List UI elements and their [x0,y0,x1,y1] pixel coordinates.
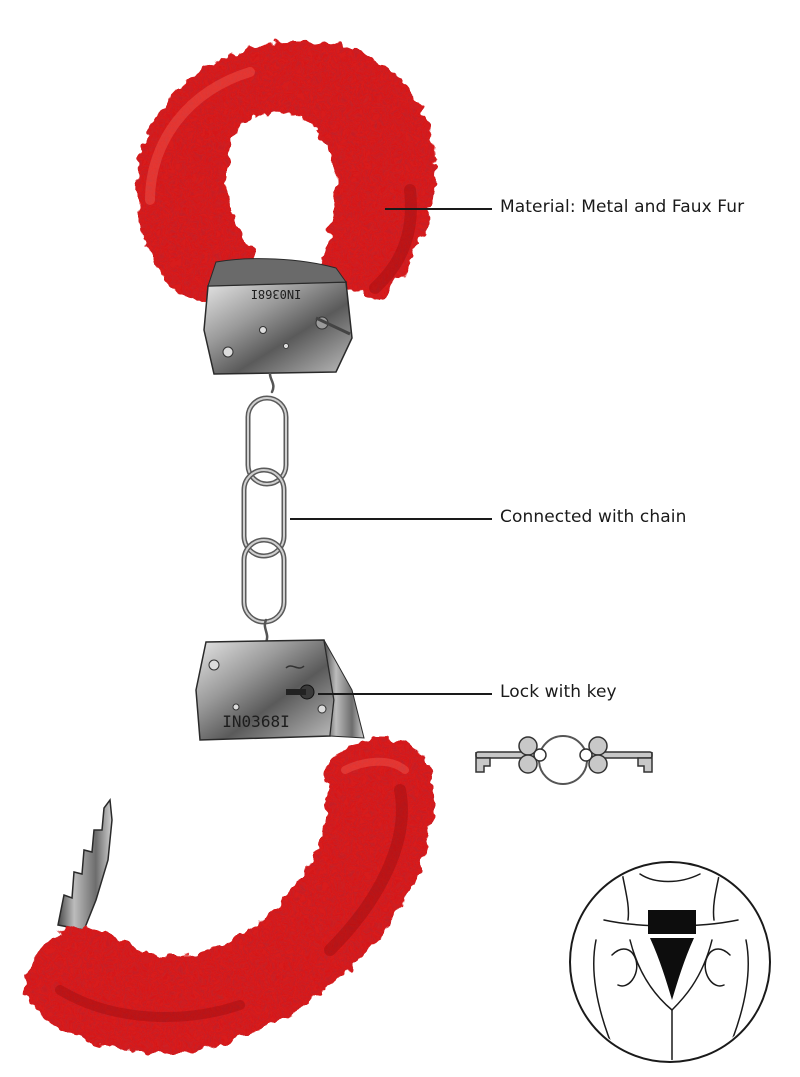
bottom-lock-box: IN0368I [195,639,365,741]
material-callout-line [385,208,492,210]
top-cuff-engraving: IN0368I [251,287,302,301]
top-cuff-fur-shading [145,67,417,294]
lock-callout: Lock with key [500,682,617,702]
chain-callout-line [290,518,492,520]
keys-icon [475,735,653,785]
chain [241,372,289,644]
bottom-cuff-fur [24,738,435,1053]
top-cuff-fur [136,40,436,302]
bottom-cuff-fur-shading [55,757,409,1022]
top-lock-box: IN0368I [203,258,353,375]
bottom-cuff-engraving: IN0368I [222,712,289,731]
bottom-cuff-ratchet [57,798,113,931]
usage-illustration [569,861,771,1063]
material-callout: Material: Metal and Faux Fur [500,197,745,217]
chain-callout: Connected with chain [500,507,687,527]
lock-callout-line [318,693,492,695]
